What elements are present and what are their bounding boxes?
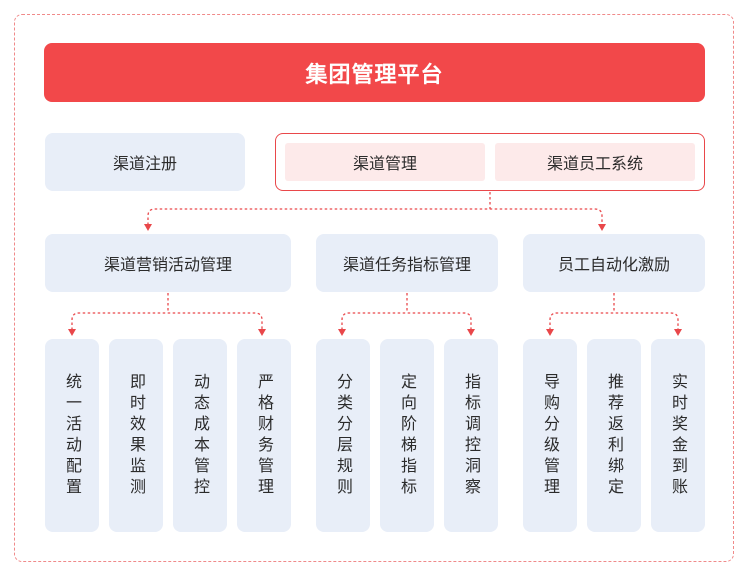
leaf-box: 分类分层规则 — [316, 339, 370, 532]
channel-management-group: 渠道管理 渠道员工系统 — [275, 133, 705, 191]
leaf-box: 定向阶梯指标 — [380, 339, 434, 532]
task-metrics-box: 渠道任务指标管理 — [316, 234, 498, 292]
leaf-label: 统一活动配置 — [63, 372, 82, 499]
leaf-label: 严格财务管理 — [255, 372, 274, 499]
arrow-head — [546, 329, 554, 336]
leaf-label: 定向阶梯指标 — [398, 372, 417, 499]
leaf-box: 严格财务管理 — [237, 339, 291, 532]
connector-group-3 — [549, 293, 679, 330]
leaf-label: 指标调控洞察 — [462, 372, 481, 499]
channel-staff-system-box: 渠道员工系统 — [495, 143, 695, 181]
arrow-head — [258, 329, 266, 336]
arrow-head — [144, 224, 152, 231]
group-label: 渠道营销活动管理 — [103, 255, 232, 274]
platform-title: 集团管理平台 — [305, 62, 444, 88]
staff-incentive-box: 员工自动化激励 — [523, 234, 705, 292]
channel-staff-system-label: 渠道员工系统 — [546, 154, 643, 173]
connector-group-2 — [341, 293, 472, 330]
leaf-box: 动态成本管控 — [173, 339, 227, 532]
leaf-box: 实时奖金到账 — [651, 339, 705, 532]
leaf-label: 即时效果监测 — [127, 372, 146, 499]
leaf-box: 导购分级管理 — [523, 339, 577, 532]
connector-group-1 — [71, 293, 263, 330]
connector-top — [147, 192, 603, 225]
leaf-box: 推荐返利绑定 — [587, 339, 641, 532]
channel-manage-box: 渠道管理 — [285, 143, 485, 181]
arrow-head — [598, 224, 606, 231]
leaf-box: 指标调控洞察 — [444, 339, 498, 532]
arrow-head — [674, 329, 682, 336]
leaf-box: 即时效果监测 — [109, 339, 163, 532]
leaf-label: 分类分层规则 — [334, 372, 353, 499]
channel-register-box: 渠道注册 — [45, 133, 245, 191]
leaf-label: 动态成本管控 — [191, 372, 210, 499]
leaf-label: 实时奖金到账 — [669, 372, 688, 499]
marketing-activity-box: 渠道营销活动管理 — [45, 234, 291, 292]
arrow-head — [68, 329, 76, 336]
group-label: 员工自动化激励 — [557, 255, 670, 274]
channel-register-label: 渠道注册 — [112, 154, 177, 173]
channel-manage-label: 渠道管理 — [352, 154, 417, 173]
group-label: 渠道任务指标管理 — [342, 255, 471, 274]
leaf-label: 导购分级管理 — [541, 372, 560, 499]
outer-dashed-frame — [14, 14, 734, 562]
leaf-box: 统一活动配置 — [45, 339, 99, 532]
platform-title-banner: 集团管理平台 — [44, 43, 705, 102]
arrow-head — [338, 329, 346, 336]
arrow-head — [467, 329, 475, 336]
leaf-label: 推荐返利绑定 — [605, 372, 624, 499]
